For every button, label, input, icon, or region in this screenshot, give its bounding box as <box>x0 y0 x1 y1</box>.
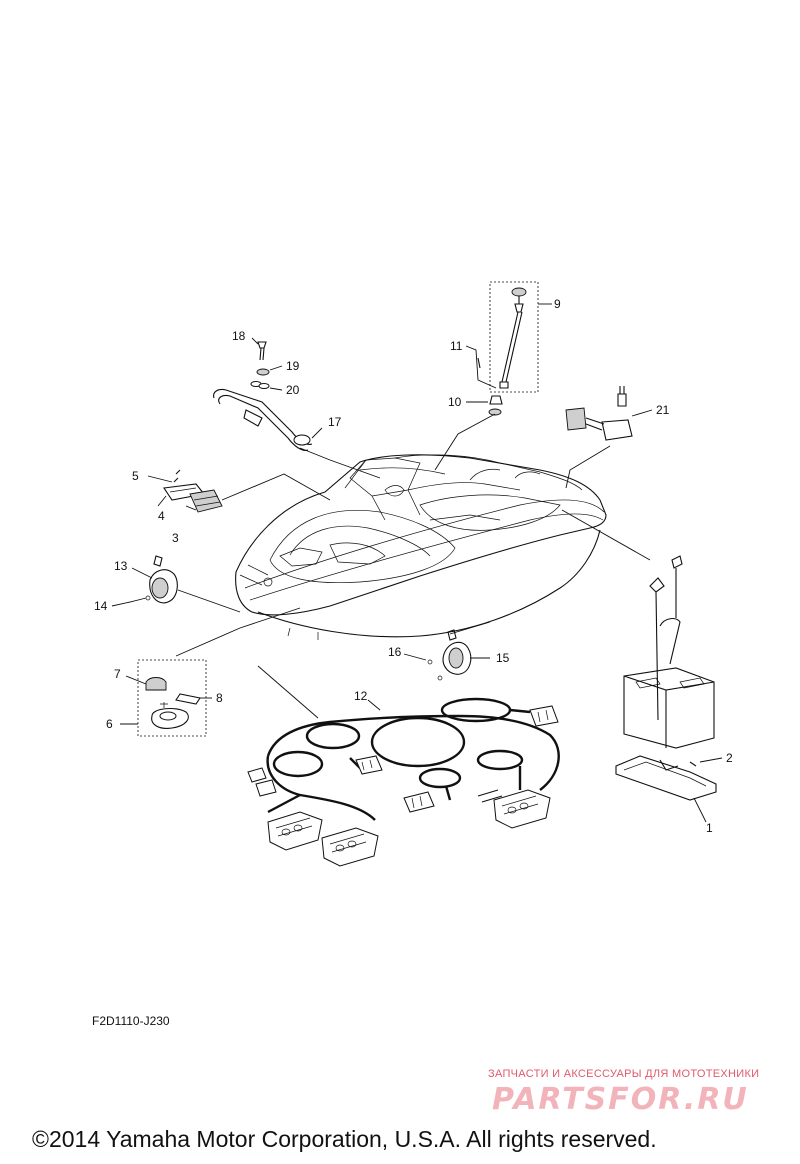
callout-14: 14 <box>94 599 108 613</box>
callout-9: 9 <box>554 297 561 311</box>
callout-20: 20 <box>286 383 300 397</box>
callout-13: 13 <box>114 559 128 573</box>
callout-17: 17 <box>328 415 342 429</box>
watermark-logo: PARTSFOR.RU <box>492 1082 749 1117</box>
callout-21: 21 <box>656 403 670 417</box>
callout-5: 5 <box>132 469 139 483</box>
callout-1: 1 <box>706 821 713 835</box>
part-21-sensor <box>565 386 653 489</box>
part-15-16-speaker <box>403 621 491 681</box>
part-10-11-fittings <box>434 345 503 471</box>
watermark-tagline: ЗАПЧАСТИ И АКСЕССУАРЫ ДЛЯ МОТОТЕХНИКИ <box>488 1068 760 1080</box>
callout-3: 3 <box>172 531 179 545</box>
callout-7: 7 <box>114 667 121 681</box>
part-1-2-battery <box>561 509 723 823</box>
callout-10: 10 <box>448 395 462 409</box>
callout-11: 11 <box>450 339 463 353</box>
part-13-14-speaker <box>111 555 241 613</box>
part-17-rail <box>213 388 381 479</box>
callout-16: 16 <box>388 645 402 659</box>
harness-connectors <box>247 705 559 867</box>
boat-hull <box>235 454 607 640</box>
part-6-7-8-switch <box>120 607 301 737</box>
part-12-wiring-harness <box>257 665 560 821</box>
callout-15: 15 <box>496 651 510 665</box>
callout-4: 4 <box>158 509 165 523</box>
callout-12: 12 <box>354 689 368 703</box>
part-18-screw <box>251 337 267 361</box>
callout-19: 19 <box>286 359 300 373</box>
callout-8: 8 <box>216 691 223 705</box>
callout-18: 18 <box>232 329 246 343</box>
copyright-notice: ©2014 Yamaha Motor Corporation, U.S.A. A… <box>32 1126 657 1152</box>
part-3-4-5-vent <box>147 469 331 513</box>
callout-labels: 1 2 3 4 5 6 7 8 9 10 11 12 13 14 15 16 1… <box>94 297 733 835</box>
part-19-nut <box>256 365 283 376</box>
part-20-washer <box>250 381 283 391</box>
part-9-fitting-kit <box>489 281 552 393</box>
callout-2: 2 <box>726 751 733 765</box>
callout-6: 6 <box>106 717 113 731</box>
diagram-code: F2D1110-J230 <box>92 1014 170 1028</box>
